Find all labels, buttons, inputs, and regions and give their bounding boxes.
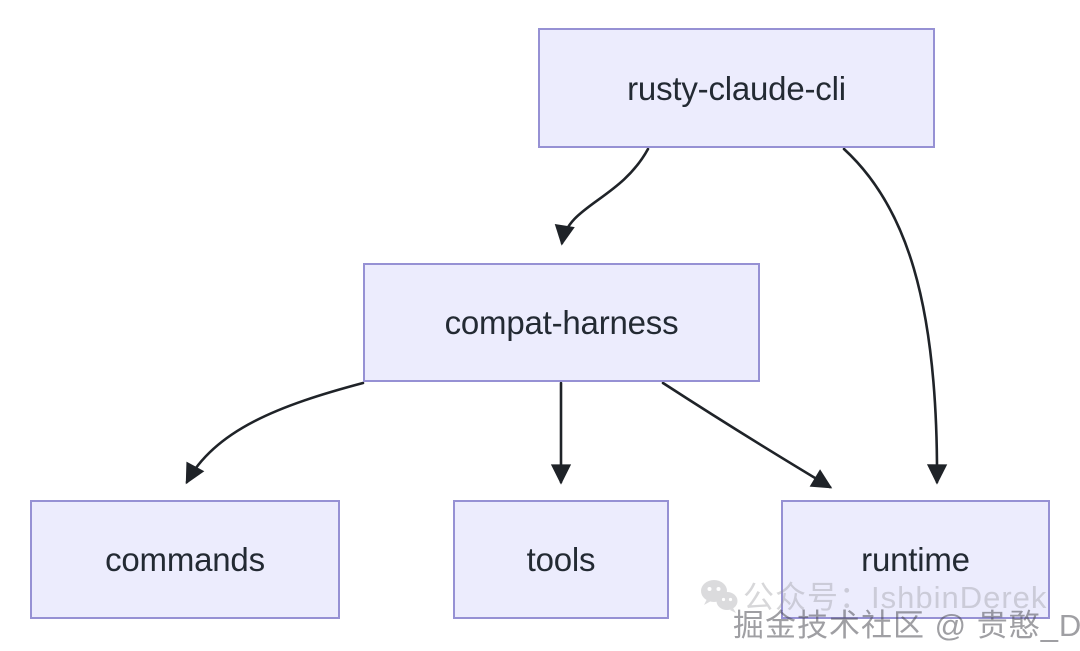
node-tools[interactable]: tools — [453, 500, 669, 619]
node-runtime[interactable]: runtime — [781, 500, 1050, 619]
node-rusty-claude-cli[interactable]: rusty-claude-cli — [538, 28, 935, 148]
node-label-commands: commands — [105, 541, 265, 578]
node-label-rusty-claude-cli: rusty-claude-cli — [627, 69, 846, 107]
node-label-compat-harness: compat-harness — [444, 304, 679, 341]
node-label-runtime: runtime — [861, 541, 970, 578]
wechat-icon — [701, 580, 738, 613]
edge-compat-harness-to-commands — [185, 381, 365, 485]
edge-compat-harness-to-runtime — [661, 381, 833, 489]
node-commands[interactable]: commands — [30, 500, 340, 619]
node-compat-harness[interactable]: compat-harness — [363, 263, 760, 382]
edge-rusty-claude-cli-to-runtime — [842, 147, 948, 485]
node-label-tools: tools — [526, 541, 596, 578]
edge-rusty-claude-cli-to-compat-harness — [554, 147, 650, 246]
